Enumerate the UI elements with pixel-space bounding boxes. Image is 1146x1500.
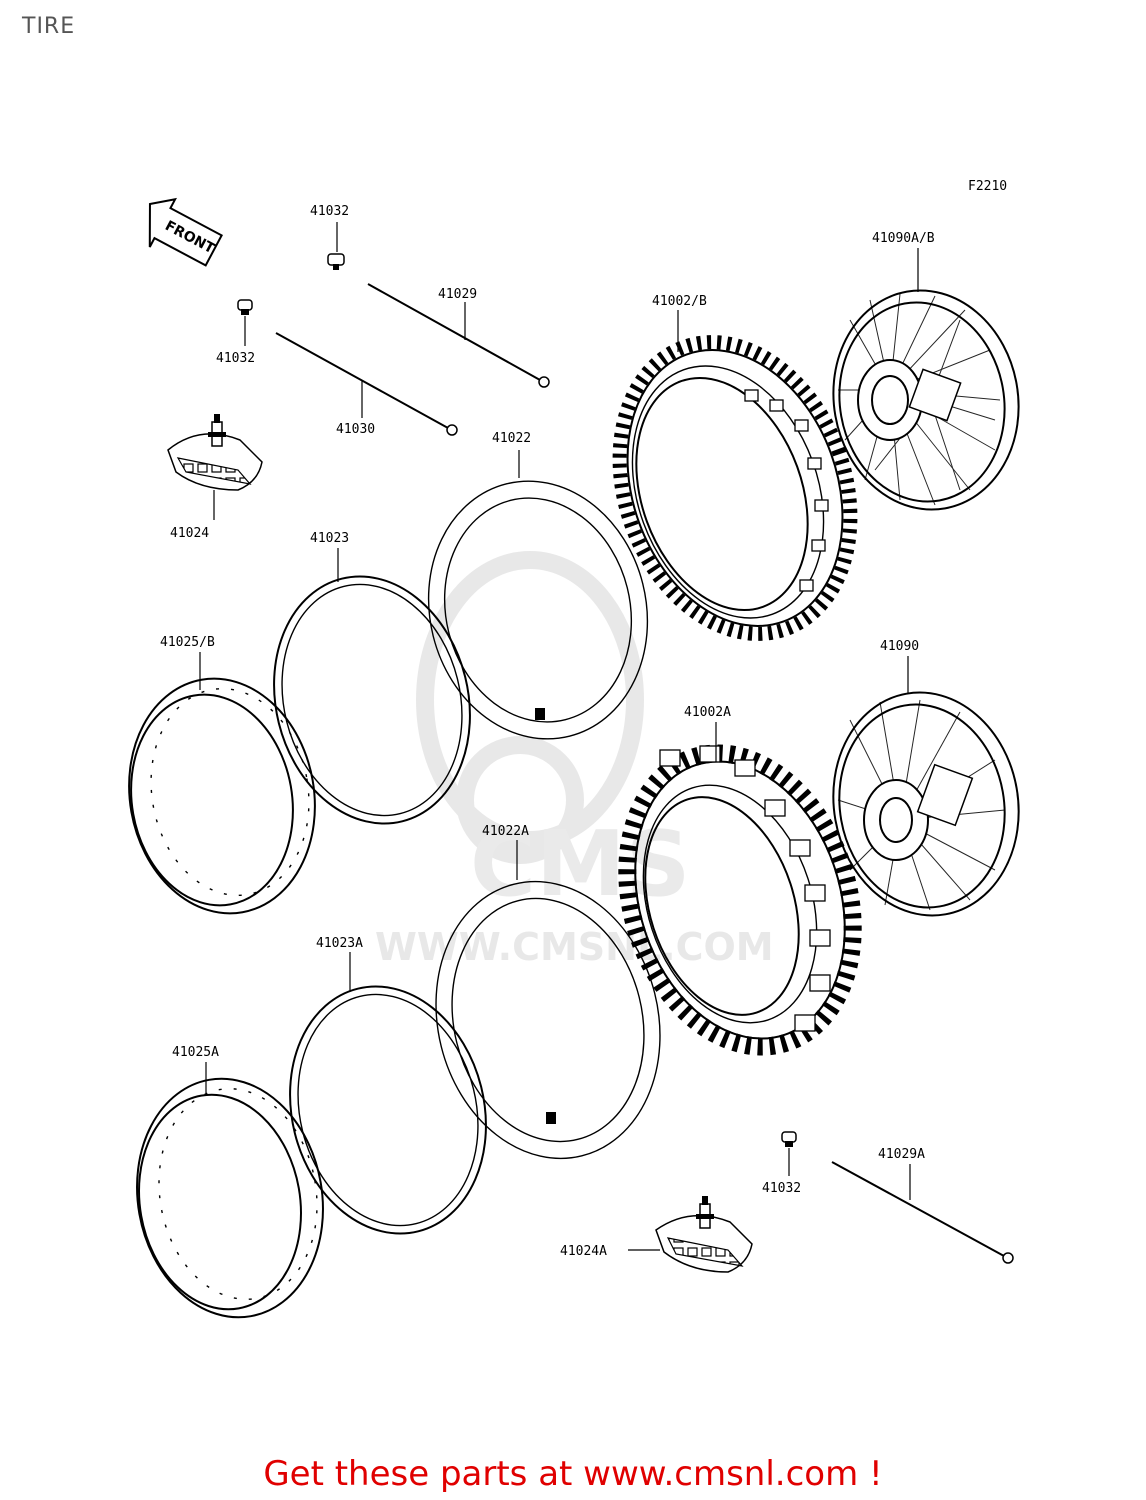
- spoke-part[interactable]: [367, 283, 541, 381]
- rim-lock-part-2[interactable]: [655, 1196, 753, 1273]
- part-label-41024: 41024: [170, 526, 209, 541]
- inner-tube-part[interactable]: [402, 458, 674, 763]
- part-label-41090: 41090: [880, 639, 919, 654]
- figure-code: F2210: [968, 179, 1007, 194]
- part-label-41023a: 41023A: [316, 936, 363, 951]
- part-label-41032-top: 41032: [310, 204, 349, 219]
- watermark-url: WWW.CMSNL.COM: [375, 925, 774, 969]
- part-label-41022: 41022: [492, 431, 531, 446]
- inner-tube-part-2[interactable]: [407, 858, 688, 1183]
- part-label-41029a: 41029A: [878, 1147, 925, 1162]
- front-arrow: FRONT: [148, 197, 223, 267]
- rim-part-2[interactable]: [119, 1064, 342, 1332]
- spoke-part-3[interactable]: [831, 1161, 1005, 1257]
- part-label-41024a: 41024A: [560, 1244, 607, 1259]
- part-label-41023: 41023: [310, 531, 349, 546]
- nipple-part[interactable]: [327, 253, 345, 270]
- part-label-41002b: 41002/B: [652, 294, 707, 309]
- nipple-part-2[interactable]: [237, 299, 253, 315]
- rear-wheel-part[interactable]: [816, 678, 1036, 931]
- watermark-logo-text: CMS: [470, 812, 690, 917]
- front-wheel-part[interactable]: [816, 276, 1035, 525]
- rim-band-part[interactable]: [249, 555, 496, 844]
- rear-tire-part[interactable]: [591, 724, 889, 1076]
- page-title: TIRE: [22, 14, 76, 39]
- part-label-41030: 41030: [336, 422, 375, 437]
- part-label-41002a: 41002A: [684, 705, 731, 720]
- front-tire-part[interactable]: [580, 309, 889, 666]
- part-label-41025b: 41025/B: [160, 635, 215, 650]
- rim-lock-part[interactable]: [167, 414, 263, 491]
- nipple-part-3[interactable]: [781, 1131, 797, 1147]
- part-label-41025a: 41025A: [172, 1045, 219, 1060]
- part-label-41029: 41029: [438, 287, 477, 302]
- part-label-41022a: 41022A: [482, 824, 529, 839]
- watermark-logo: CMS WWW.CMSNL.COM: [375, 551, 774, 969]
- part-label-41032-bottom: 41032: [762, 1181, 801, 1196]
- rim-part[interactable]: [111, 664, 333, 928]
- cta-link[interactable]: Get these parts at www.cmsnl.com !: [263, 1454, 883, 1494]
- part-label-41032-left: 41032: [216, 351, 255, 366]
- part-label-41090ab: 41090A/B: [872, 231, 935, 246]
